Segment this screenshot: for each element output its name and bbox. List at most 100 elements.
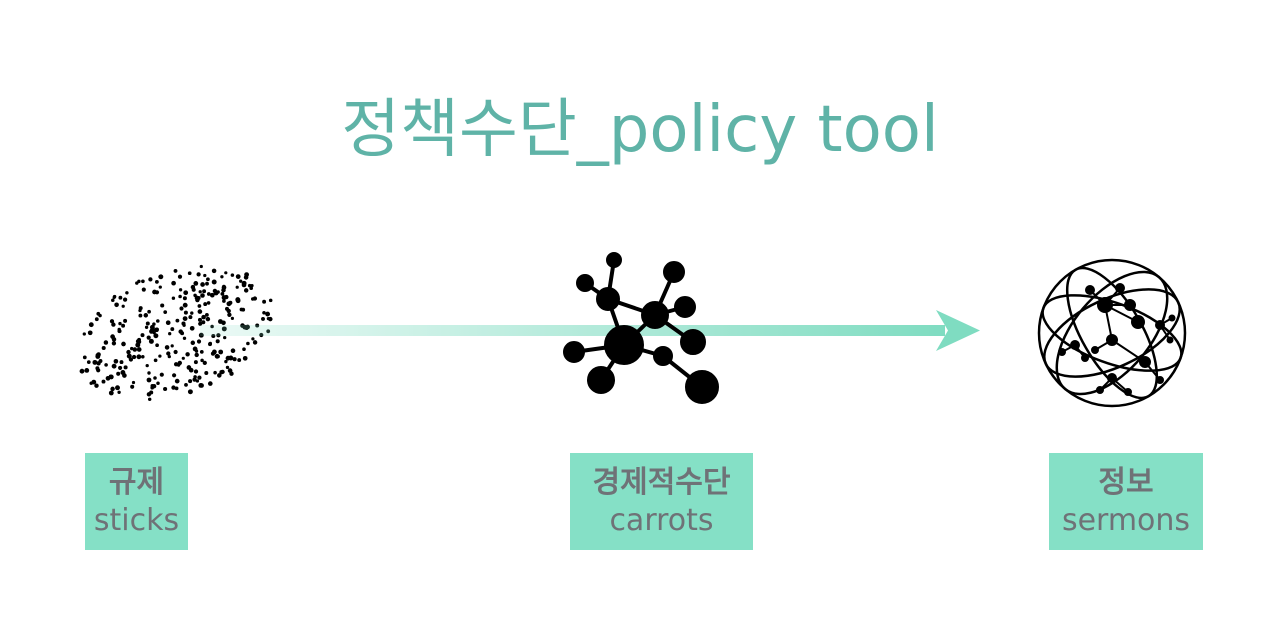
scatter-dot xyxy=(163,310,168,314)
scatter-dot xyxy=(235,297,241,303)
scatter-dot xyxy=(136,347,142,352)
scatter-dot xyxy=(247,283,252,288)
scatter-dot xyxy=(155,280,159,284)
scatter-dot xyxy=(112,295,116,300)
scatter-dot xyxy=(202,360,207,366)
scatter-dot xyxy=(146,335,151,340)
scatter-dot xyxy=(96,361,101,366)
scatter-dot xyxy=(199,350,204,354)
scatter-dot xyxy=(197,304,202,308)
scatter-dot xyxy=(180,331,185,336)
scatter-dot xyxy=(103,340,109,345)
scatter-dot xyxy=(110,334,115,339)
scatter-dot xyxy=(199,264,203,269)
scatter-dot xyxy=(249,286,253,290)
scatter-dot xyxy=(92,359,98,365)
scatter-dot xyxy=(84,368,90,373)
scatter-dot xyxy=(170,344,174,348)
label-korean-economic-means: 경제적수단 xyxy=(592,464,731,500)
scatter-dot xyxy=(206,277,210,282)
scatter-dot xyxy=(178,294,182,299)
label-box-sermons: 정보 sermons xyxy=(1049,453,1203,550)
scatter-dot xyxy=(193,281,199,286)
scatter-dot xyxy=(242,355,248,361)
scatter-dot xyxy=(138,308,142,313)
scatter-dot xyxy=(121,304,125,308)
scatter-dot xyxy=(246,341,250,346)
scatter-dot xyxy=(232,357,237,362)
scatter-dot xyxy=(227,312,232,317)
scatter-dot xyxy=(111,322,116,327)
scatter-dot xyxy=(182,323,186,327)
scatter-dot xyxy=(196,339,202,344)
scatter-dot xyxy=(225,306,229,311)
scatter-dot xyxy=(268,298,273,303)
scatter-dot xyxy=(196,272,201,277)
scatter-dot xyxy=(118,365,123,370)
scatter-dot xyxy=(229,371,234,376)
scatter-dot xyxy=(168,332,172,336)
scatter-dot xyxy=(149,390,154,395)
scatter-dot xyxy=(200,282,205,287)
scatter-dot xyxy=(205,316,211,322)
scatter-dot xyxy=(182,336,187,340)
scatter-dot xyxy=(95,366,100,371)
scatter-dot xyxy=(87,330,93,336)
label-box-sticks: 규제 sticks xyxy=(85,453,188,550)
scatter-dot xyxy=(111,341,117,346)
scatter-dot xyxy=(88,322,94,328)
scatter-dot xyxy=(104,363,108,367)
scatter-dot xyxy=(141,287,146,292)
scatter-dot xyxy=(178,288,183,292)
scatter-dot xyxy=(189,325,195,331)
scatter-dot xyxy=(143,313,149,318)
scatter-dot xyxy=(197,317,203,322)
scatter-dot xyxy=(148,277,153,282)
scatter-dot xyxy=(158,285,162,289)
scatter-dot xyxy=(188,379,193,384)
scatter-dot xyxy=(188,315,193,320)
scatter-dot xyxy=(148,338,154,344)
scatter-dot xyxy=(187,389,193,395)
scatter-dot xyxy=(265,311,271,317)
scatter-dot xyxy=(220,369,225,375)
scatter-dot xyxy=(252,340,258,345)
globe-network-icon xyxy=(1037,258,1187,408)
scatter-dot xyxy=(235,274,241,279)
scatter-dot xyxy=(224,359,228,364)
scatter-dot xyxy=(208,342,212,347)
scatter-dot xyxy=(235,285,239,289)
scatter-dot xyxy=(177,274,183,279)
scatter-dot xyxy=(202,289,207,294)
scatter-dot xyxy=(197,309,203,314)
scatter-dot xyxy=(206,292,211,296)
scatter-dot xyxy=(160,303,165,308)
scatter-dot xyxy=(237,358,242,363)
scatter-dot xyxy=(204,371,209,375)
scatter-dot xyxy=(241,282,247,288)
scatter-dot xyxy=(149,329,154,334)
scatter-dot xyxy=(174,386,179,391)
scatter-dot xyxy=(109,319,115,324)
scatter-dot xyxy=(228,355,234,361)
scatter-dot xyxy=(182,302,188,308)
scatter-dot xyxy=(223,335,227,340)
scatter-dot xyxy=(144,325,149,329)
scatter-dot xyxy=(262,311,266,315)
scattered-dots-icon xyxy=(79,264,273,402)
scatter-dot xyxy=(198,383,204,388)
scatter-dot xyxy=(203,273,207,278)
scatter-dot xyxy=(119,360,124,365)
scatter-dot xyxy=(218,349,224,355)
scatter-dot xyxy=(217,373,222,378)
scatter-dot xyxy=(228,301,232,305)
scatter-dot xyxy=(147,309,151,314)
scatter-dot xyxy=(156,381,160,386)
scatter-dot xyxy=(250,283,254,288)
scatter-dot xyxy=(158,274,163,279)
scatter-dot xyxy=(117,390,121,394)
scatter-dot xyxy=(218,319,223,324)
scatter-dot xyxy=(215,339,220,344)
scatter-dot xyxy=(230,316,234,320)
scatter-dot xyxy=(118,321,122,326)
